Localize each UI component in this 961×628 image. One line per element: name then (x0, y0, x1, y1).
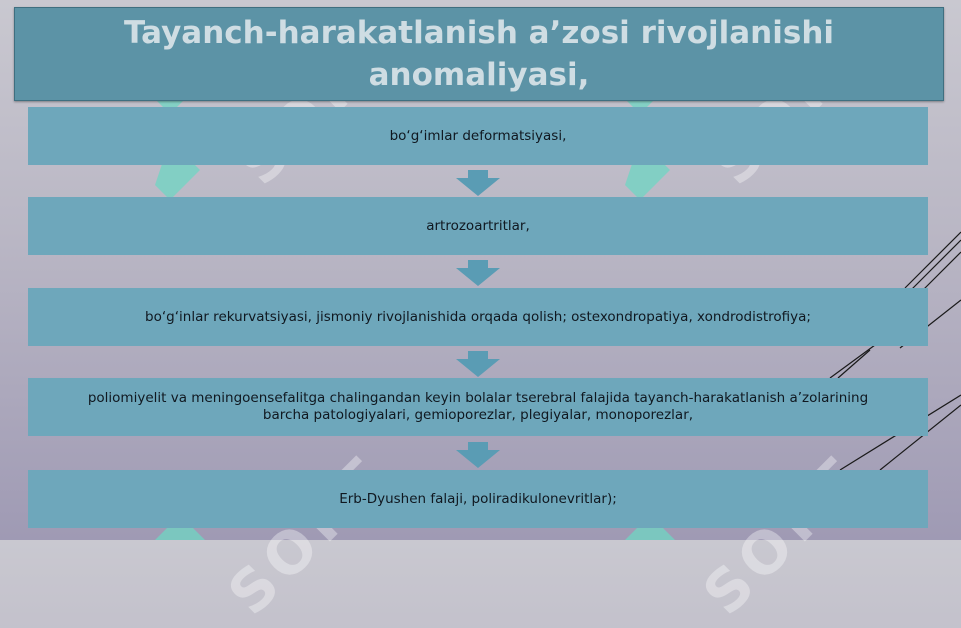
step-text: Erb-Dyushen falaji, poliradikulonevritla… (339, 490, 617, 507)
step-text: artrozoartritlar, (426, 217, 530, 234)
down-arrow-icon (456, 170, 500, 196)
page-title: Tayanch-harakatlanish a’zosi rivojlanish… (123, 15, 835, 93)
step-text: poliomiyelit va meningoensefalitga chali… (87, 390, 869, 423)
step-text: bo‘g‘inlar rekurvatsiyasi, jismoniy rivo… (145, 308, 811, 325)
slide: SOFT SOFT SOFT SOFT Tayanch-harakatlanis… (14, 7, 961, 540)
down-arrow-icon (456, 442, 500, 468)
step-text: bo‘g‘imlar deformatsiyasi, (389, 127, 567, 144)
process-step: bo‘g‘imlar deformatsiyasi, (28, 107, 928, 165)
title-box: Tayanch-harakatlanish a’zosi rivojlanish… (14, 7, 944, 101)
down-arrow-icon (456, 351, 500, 377)
process-step: Erb-Dyushen falaji, poliradikulonevritla… (28, 470, 928, 528)
down-arrow-icon (456, 260, 500, 286)
process-step: artrozoartritlar, (28, 197, 928, 255)
process-step: bo‘g‘inlar rekurvatsiyasi, jismoniy rivo… (28, 288, 928, 346)
process-step: poliomiyelit va meningoensefalitga chali… (28, 378, 928, 436)
